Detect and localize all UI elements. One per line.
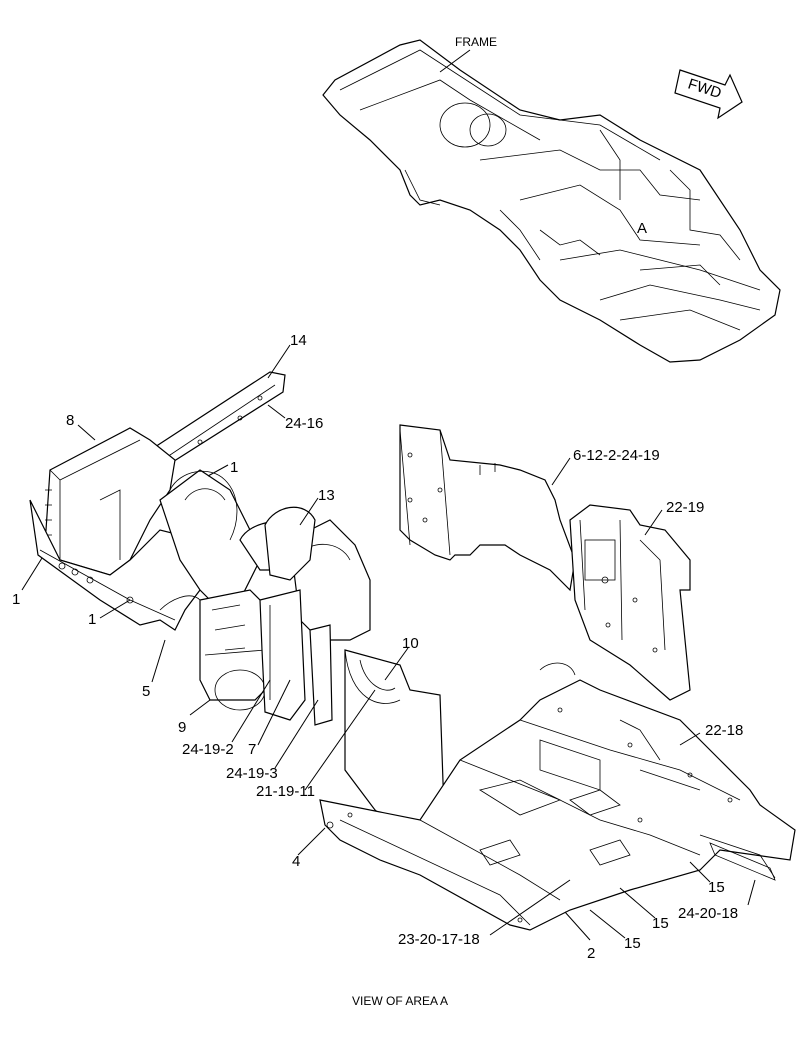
callout-22-19: 22-19 xyxy=(666,499,704,516)
callout-23-20-17-18: 23-20-17-18 xyxy=(398,931,480,948)
callout-14: 14 xyxy=(290,332,307,349)
callout-15-bottom: 15 xyxy=(624,935,641,952)
callout-5: 5 xyxy=(142,683,150,700)
callout-10: 10 xyxy=(402,635,419,652)
callout-15-right: 15 xyxy=(708,879,725,896)
callout-6-12-2-24-19: 6-12-2-24-19 xyxy=(573,447,660,464)
callout-24-16: 24-16 xyxy=(285,415,323,432)
callout-21-19-11: 21-19-11 xyxy=(256,783,315,800)
callout-1-mid: 1 xyxy=(88,611,96,628)
caption: VIEW OF AREA A xyxy=(352,994,448,1008)
bracket-22-19 xyxy=(569,504,691,701)
callout-1-top: 1 xyxy=(230,459,238,476)
duct-assembly xyxy=(159,469,371,726)
frame-overview: FWD FRAME A xyxy=(322,35,781,363)
callout-13: 13 xyxy=(318,487,335,504)
callout-9: 9 xyxy=(178,719,186,736)
fwd-arrow-icon xyxy=(674,69,743,120)
callout-22-18: 22-18 xyxy=(705,722,743,739)
callout-15-mid: 15 xyxy=(652,915,669,932)
callout-8: 8 xyxy=(66,412,74,429)
callout-24-19-2: 24-19-2 xyxy=(182,741,234,758)
callout-24-20-18: 24-20-18 xyxy=(678,905,738,922)
area-marker: A xyxy=(637,220,647,237)
callout-1-left: 1 xyxy=(12,591,20,608)
callout-2: 2 xyxy=(587,945,595,962)
frame-label: FRAME xyxy=(455,35,497,49)
callout-7: 7 xyxy=(248,741,256,758)
callout-24-19-3: 24-19-3 xyxy=(226,765,278,782)
panel-6-12-2-24-19 xyxy=(399,424,576,592)
leader-lines xyxy=(21,344,756,941)
floor-plate-assembly xyxy=(319,662,796,931)
callout-4: 4 xyxy=(292,853,300,870)
callout-labels: 14 8 24-16 1 13 1 1 5 9 24-19-2 7 24-19-… xyxy=(12,332,743,962)
